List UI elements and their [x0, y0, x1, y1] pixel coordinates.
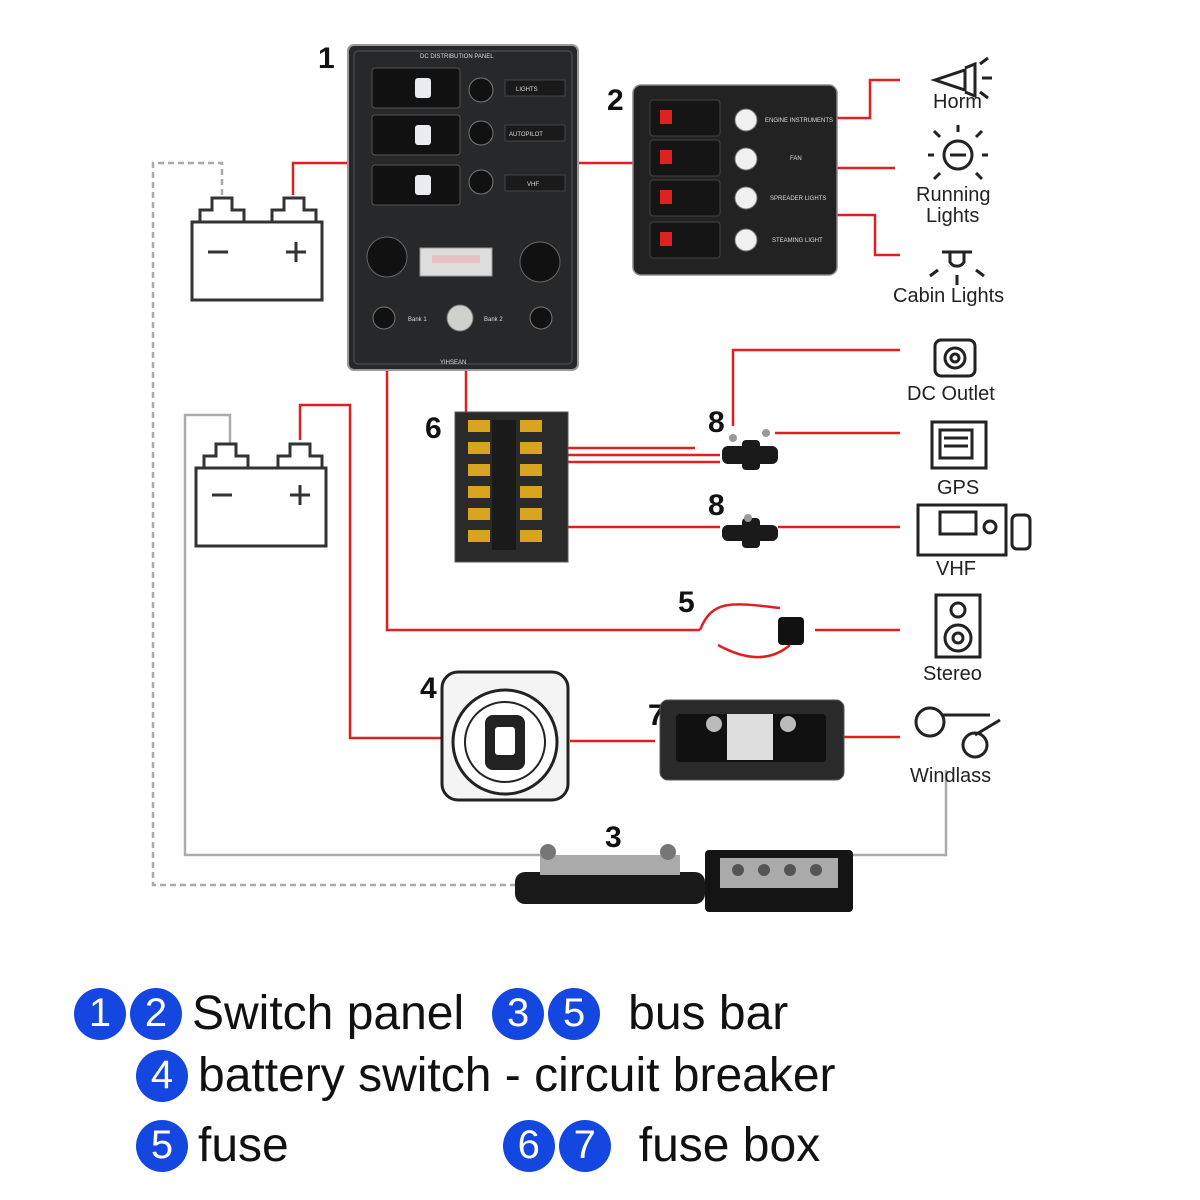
switch-panel-1: DC DISTRIBUTION PANEL LIGHTS AUTOPILOT V…: [347, 44, 579, 371]
callout-6: 6: [425, 412, 442, 445]
switch-panel-2: ENGINE INSTRUMENTS FAN SPREADER LIGHTS S…: [632, 84, 838, 276]
gps-icon: [930, 420, 988, 470]
vhf-device: VHF: [916, 503, 1032, 580]
callout-1: 1: [318, 42, 335, 75]
plus-icon: [286, 242, 306, 262]
panel2-row-3: SPREADER LIGHTS: [649, 179, 826, 217]
panel1-switch-row-3: VHF: [371, 164, 566, 206]
panel1-socket-left: [366, 236, 408, 278]
running-lights-label-1: Running: [916, 184, 991, 206]
legend: 1 2 Switch panel 3 5 bus bar 4 battery s…: [0, 960, 1200, 1200]
plus-icon: [290, 485, 310, 505]
bus-bar-8b: [722, 514, 778, 548]
wire-battery2-switch: [298, 403, 442, 740]
bus-bar-8a: [722, 429, 778, 470]
wire-windlass-negative: [850, 770, 948, 857]
circuit-breaker-7: [659, 699, 845, 781]
running-lights-label-2: Lights: [926, 205, 979, 227]
horn-icon: [930, 56, 992, 100]
battery-switch-4: [440, 670, 570, 802]
battery-2: [194, 442, 328, 548]
callout-8a: 8: [708, 406, 725, 439]
legend-row-fuse: 5 fuse 6 7 fuse box: [136, 1118, 820, 1173]
wire-fusebox-busbar8a: [568, 453, 720, 464]
panel1-brand: YIHSEAN: [440, 360, 466, 366]
callout-3: 3: [605, 821, 622, 854]
horn-label: Horm: [933, 91, 982, 113]
legend-switch-panel-text: Switch panel: [192, 987, 465, 1040]
wires: [151, 78, 948, 887]
panel2-row2-label: FAN: [790, 156, 802, 162]
gps-device: GPS: [930, 420, 988, 499]
panel1-socket-right: [519, 241, 561, 283]
badge-4: 4: [136, 1049, 188, 1102]
panel2-row3-label: SPREADER LIGHTS: [770, 196, 826, 202]
legend-row-battery-switch: 4 battery switch - circuit breaker: [136, 1048, 836, 1103]
wire-battery1-negative-dashed: [151, 161, 520, 887]
windlass-icon: [914, 706, 1001, 759]
badge-6: 6: [502, 1119, 555, 1172]
panel1-row3-label: VHF: [527, 182, 539, 188]
panel1-switch-row-1: LIGHTS: [371, 67, 566, 109]
panel2-row4-label: STEAMING LIGHT: [772, 238, 823, 244]
wire-panel1-fuse5: [385, 368, 700, 632]
badge-3: 3: [492, 987, 545, 1040]
panel1-bank1: Bank 1: [408, 317, 427, 323]
vhf-label: VHF: [936, 558, 976, 580]
badge-1: 1: [74, 987, 126, 1040]
inline-fuse-5: [698, 603, 804, 659]
cabin-lights-device: Cabin Lights: [893, 250, 1004, 307]
ceiling-light-icon: [929, 250, 985, 285]
wire-fusebox-dcoutlet: [568, 348, 900, 450]
badge-7: 7: [558, 1119, 611, 1172]
fuse-box-6: [454, 411, 569, 563]
wire-battery2-negative: [183, 413, 540, 857]
running-lights-device: Running Lights: [916, 125, 991, 227]
wire-battery1-panel1: [291, 161, 350, 195]
running-lights-icon: [928, 125, 988, 181]
panel1-row2-label: AUTOPILOT: [509, 132, 543, 138]
callout-8b: 8: [708, 489, 725, 522]
legend-row-switch-panel: 1 2 Switch panel 3 5 bus bar: [74, 986, 788, 1041]
speaker-icon: [934, 593, 982, 659]
battery-1: [190, 196, 324, 302]
horn-device: Horm: [930, 56, 992, 113]
callout-4: 4: [420, 672, 437, 705]
panel2-row-1: ENGINE INSTRUMENTS: [649, 99, 833, 137]
badge-5a: 5: [548, 987, 601, 1040]
callout-2: 2: [607, 84, 624, 117]
stereo-label: Stereo: [923, 663, 982, 685]
panel1-header: DC DISTRIBUTION PANEL: [420, 54, 494, 60]
dc-outlet-label: DC Outlet: [907, 383, 995, 405]
badge-2: 2: [130, 987, 182, 1040]
legend-battery-switch-text: battery switch - circuit breaker: [198, 1049, 836, 1102]
dc-outlet-icon: [933, 338, 977, 378]
dc-outlet-device: DC Outlet: [907, 338, 995, 405]
legend-fuse-box-text: fuse box: [638, 1119, 821, 1172]
windlass-device: Windlass: [910, 706, 1001, 787]
badge-5b: 5: [136, 1119, 188, 1172]
panel1-knob: [446, 304, 474, 332]
stereo-device: Stereo: [923, 593, 982, 685]
vhf-radio-icon: [916, 503, 1032, 557]
wire-panel2-cabin: [836, 213, 900, 257]
legend-fuse-text: fuse: [198, 1119, 289, 1172]
legend-bus-bar-text: bus bar: [628, 987, 789, 1040]
wire-panel2-horn: [836, 78, 900, 120]
callout-5: 5: [678, 586, 695, 619]
bus-bar-3: [515, 844, 853, 912]
panel2-row-2: FAN: [649, 139, 802, 177]
windlass-label: Windlass: [910, 765, 991, 787]
panel1-switch-row-2: AUTOPILOT: [371, 114, 566, 156]
gps-label: GPS: [937, 477, 979, 499]
panel1-row1-label: LIGHTS: [516, 87, 538, 93]
panel2-row1-label: ENGINE INSTRUMENTS: [765, 118, 833, 124]
cabin-lights-label: Cabin Lights: [893, 285, 1004, 307]
panel2-row-4: STEAMING LIGHT: [649, 221, 823, 259]
panel1-fuse-right: [529, 306, 553, 330]
panel1-bank2: Bank 2: [484, 317, 503, 323]
panel1-fuse-left: [372, 306, 396, 330]
